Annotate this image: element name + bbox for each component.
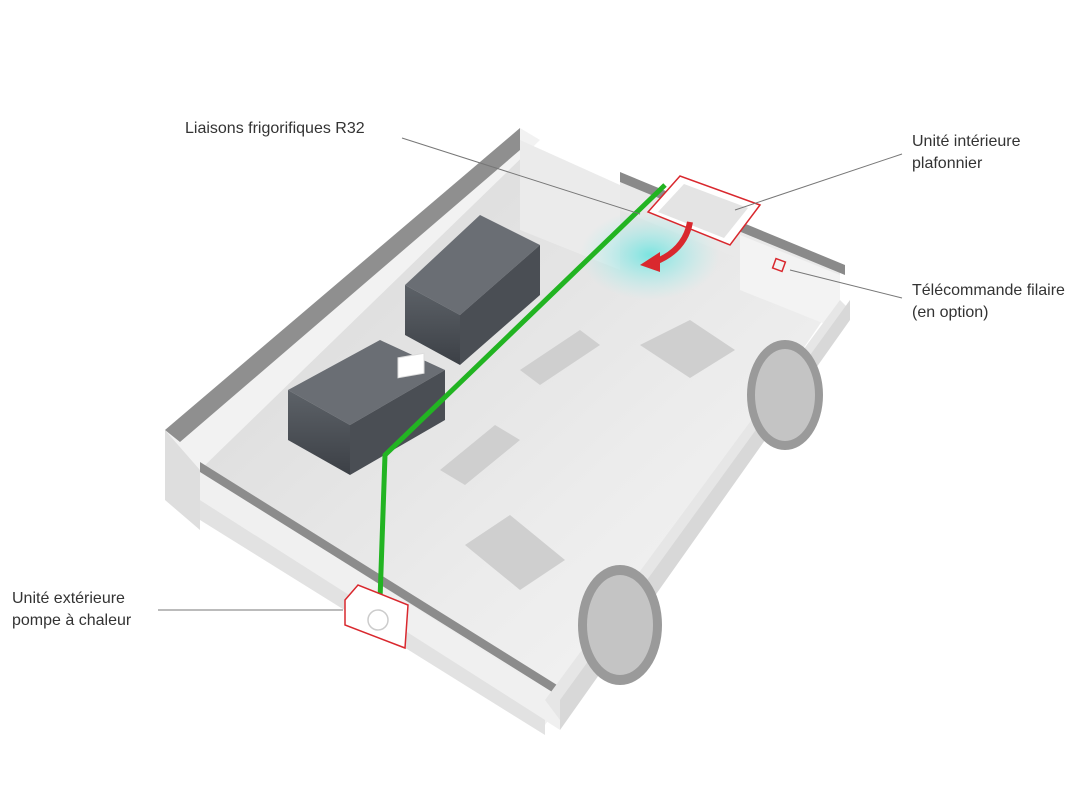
back-right-wall-face [740, 235, 840, 330]
label-indoor-unit-line2: plafonnier [912, 155, 983, 172]
label-indoor-unit-line1: Unité intérieure [912, 133, 1021, 150]
label-outdoor-unit-line1: Unité extérieure [12, 590, 125, 607]
label-indoor-unit: Unité intérieure plafonnier [912, 131, 1021, 175]
leader-interieure [734, 153, 903, 211]
label-refrigerant-lines-text: Liaisons frigorifiques R32 [185, 120, 365, 137]
desk-cluster-2 [640, 320, 735, 378]
label-wired-remote: Télécommande filaire (en option) [912, 280, 1065, 324]
balcony-right [747, 340, 823, 450]
outdoor-unit [344, 584, 409, 650]
label-outdoor-unit: Unité extérieure pompe à chaleur [12, 588, 131, 632]
desk-cluster-1 [520, 330, 600, 385]
label-refrigerant-lines: Liaisons frigorifiques R32 [185, 118, 365, 140]
desk-cluster-4 [465, 515, 565, 590]
label-wired-remote-line1: Télécommande filaire [912, 282, 1065, 299]
label-wired-remote-line2: (en option) [912, 304, 989, 321]
pipe-junction-box [397, 352, 425, 379]
label-outdoor-unit-line2: pompe à chaleur [12, 612, 132, 629]
leader-liaisons [401, 137, 641, 215]
front-left-wall [165, 430, 200, 530]
desk-cluster-3 [440, 425, 520, 485]
back-left-wall [165, 128, 540, 470]
server-racks-group-2 [405, 215, 540, 365]
airflow-arrow-head [640, 252, 660, 272]
back-left-wall-top [165, 128, 520, 442]
refrigerant-pipe [377, 183, 667, 601]
leader-telecommande [789, 269, 903, 299]
balcony-front [578, 565, 662, 685]
indoor-unit [646, 175, 762, 246]
remote-control-marker [771, 257, 787, 273]
